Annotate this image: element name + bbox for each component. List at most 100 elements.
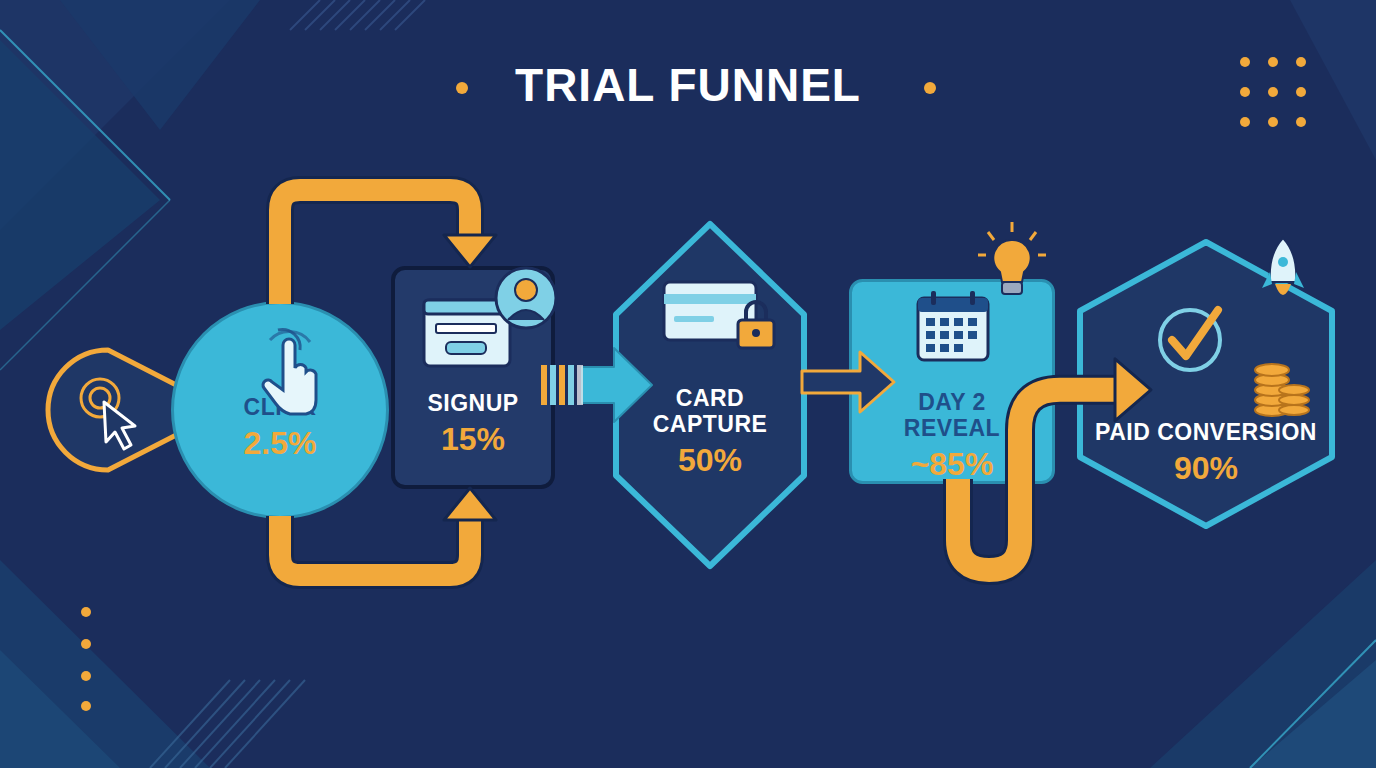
rect-shape xyxy=(393,268,553,487)
decor-line xyxy=(290,0,320,30)
arrow-body xyxy=(958,390,1119,570)
decor-rect xyxy=(954,318,963,326)
cursor-pin xyxy=(48,350,262,470)
stage-rate: 90% xyxy=(1174,450,1238,487)
decor-circle xyxy=(81,701,91,711)
cursor-icon xyxy=(81,379,135,449)
decor-circle xyxy=(1160,310,1220,370)
decor-rect xyxy=(918,298,988,360)
decor-g xyxy=(926,318,977,352)
decor-rect xyxy=(1002,282,1022,294)
stage-label: SIGNUP xyxy=(427,391,518,417)
decor-rect xyxy=(954,331,963,339)
node-text-group: CARD CAPTURE50% xyxy=(612,386,808,479)
day-reveal-box: DAY 2 REVEAL ~85% xyxy=(848,278,1056,485)
decor-line xyxy=(350,0,380,30)
decor-polygon xyxy=(0,650,120,768)
decor-circle xyxy=(81,607,91,617)
decor-path xyxy=(263,339,316,414)
flow-arrow xyxy=(958,359,1151,570)
decor-path xyxy=(508,310,544,320)
arrow-head xyxy=(1115,359,1151,421)
decor-rect xyxy=(550,365,556,405)
arrow-outline xyxy=(958,390,1119,570)
decor-rect xyxy=(954,344,963,352)
decor-line xyxy=(380,0,410,30)
stage-label: CARD CAPTURE xyxy=(640,386,780,438)
form-icon xyxy=(424,268,556,366)
coins-icon xyxy=(1255,364,1309,416)
decor-circle xyxy=(515,279,537,301)
decor-line xyxy=(195,680,275,768)
rocket-icon xyxy=(1262,238,1304,295)
decor-path xyxy=(104,402,135,449)
decor-ellipse xyxy=(1279,405,1309,415)
arrow-body xyxy=(280,516,470,575)
stage-label: DAY 2 REVEAL xyxy=(892,390,1012,442)
decor-line xyxy=(1250,640,1376,768)
rect-shape xyxy=(851,281,1054,483)
decor-ellipse xyxy=(1255,374,1289,386)
decor-rect xyxy=(918,298,988,312)
decor-line xyxy=(978,254,986,257)
decor-rect xyxy=(940,331,949,339)
stage-rate: 2.5% xyxy=(244,425,317,462)
decor-polygon xyxy=(1150,560,1376,768)
decor-circle xyxy=(1268,57,1278,67)
decor-path xyxy=(278,330,300,350)
arrow-head xyxy=(444,235,496,267)
decor-circle xyxy=(1278,257,1288,267)
decor-rect xyxy=(664,294,756,304)
stage-rate: ~85% xyxy=(911,446,994,483)
decor-path xyxy=(1262,272,1304,288)
node-outline xyxy=(612,220,808,570)
calendar-icon xyxy=(918,291,988,360)
decor-line xyxy=(1038,254,1046,257)
node-text-group: PAID CONVERSION 90% xyxy=(1076,420,1336,487)
decor-line xyxy=(365,0,395,30)
decor-rect xyxy=(968,331,977,339)
node-text-group: CLICK2.5% xyxy=(170,395,390,462)
circle-shape xyxy=(173,303,388,518)
decor-g xyxy=(978,222,1046,255)
tap-icon xyxy=(263,330,316,414)
decor-circle xyxy=(81,671,91,681)
decor-circle xyxy=(1268,87,1278,97)
decor-path xyxy=(1172,310,1218,356)
decor-rect xyxy=(674,316,714,322)
node-outline xyxy=(170,300,390,520)
decor-rect xyxy=(940,344,949,352)
decor-polygon xyxy=(1290,0,1376,160)
stage-rate: 15% xyxy=(441,421,505,458)
decor-circle xyxy=(496,268,556,328)
decor-polygon xyxy=(1250,660,1376,768)
decor-polygon xyxy=(0,0,230,230)
decor-path xyxy=(225,408,262,413)
diagram-title: TRIAL FUNNEL xyxy=(0,58,1376,112)
decor-g xyxy=(150,680,305,768)
block-arrow xyxy=(582,348,652,422)
hexagon-shape xyxy=(616,224,804,566)
stage-label: PAID CONVERSION xyxy=(1095,420,1317,446)
decor-ellipse xyxy=(1279,395,1309,405)
decor-rect xyxy=(541,365,547,405)
decor-ellipse xyxy=(1279,385,1309,395)
decor-line xyxy=(225,680,305,768)
bulb-icon xyxy=(978,222,1046,294)
decor-rect xyxy=(568,365,574,405)
decor-circle xyxy=(81,379,119,417)
decor-line xyxy=(150,680,230,768)
decor-line xyxy=(335,0,365,30)
decor-line xyxy=(320,0,350,30)
decor-line xyxy=(210,680,290,768)
decor-rect xyxy=(446,342,486,354)
decor-ellipse xyxy=(1255,394,1289,406)
stripe-decor xyxy=(541,365,583,405)
decor-rect xyxy=(424,300,510,314)
decor-ellipse xyxy=(1255,364,1289,376)
flow-arrow xyxy=(582,348,652,422)
flow-arrow xyxy=(280,190,496,304)
